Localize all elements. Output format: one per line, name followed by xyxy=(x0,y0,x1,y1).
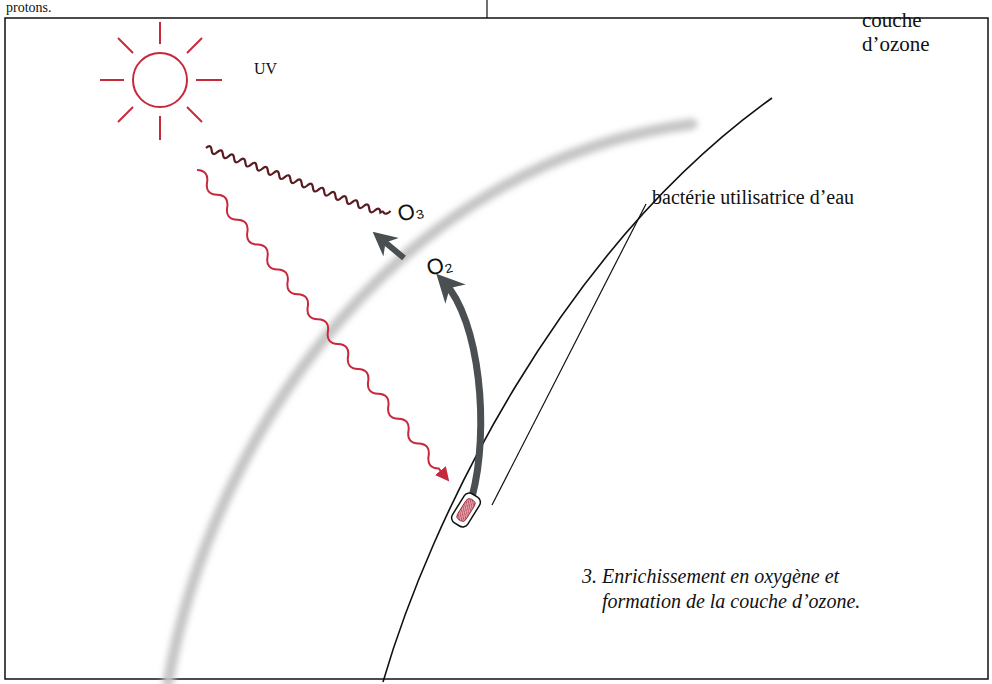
light-ray xyxy=(194,167,451,482)
part-label: bactérie utilisatrice d’eau xyxy=(652,186,854,209)
oxygen-arrow xyxy=(444,282,481,497)
bacterium xyxy=(449,491,482,529)
frame-tick xyxy=(486,0,487,18)
sun xyxy=(100,22,222,140)
molecule-label: O₃ xyxy=(395,196,427,228)
leader-line xyxy=(492,204,646,505)
page-fragment: protons. xyxy=(6,0,52,16)
ray-label: UV xyxy=(254,60,277,78)
layer-label: couche d’ozone xyxy=(862,8,972,56)
molecule-label: O₂ xyxy=(424,250,455,281)
ozone-arrow xyxy=(380,238,404,258)
frame xyxy=(5,18,988,679)
figure-caption: 3. Enrichissement en oxygène et formatio… xyxy=(582,564,912,614)
uv-ray xyxy=(205,143,391,218)
